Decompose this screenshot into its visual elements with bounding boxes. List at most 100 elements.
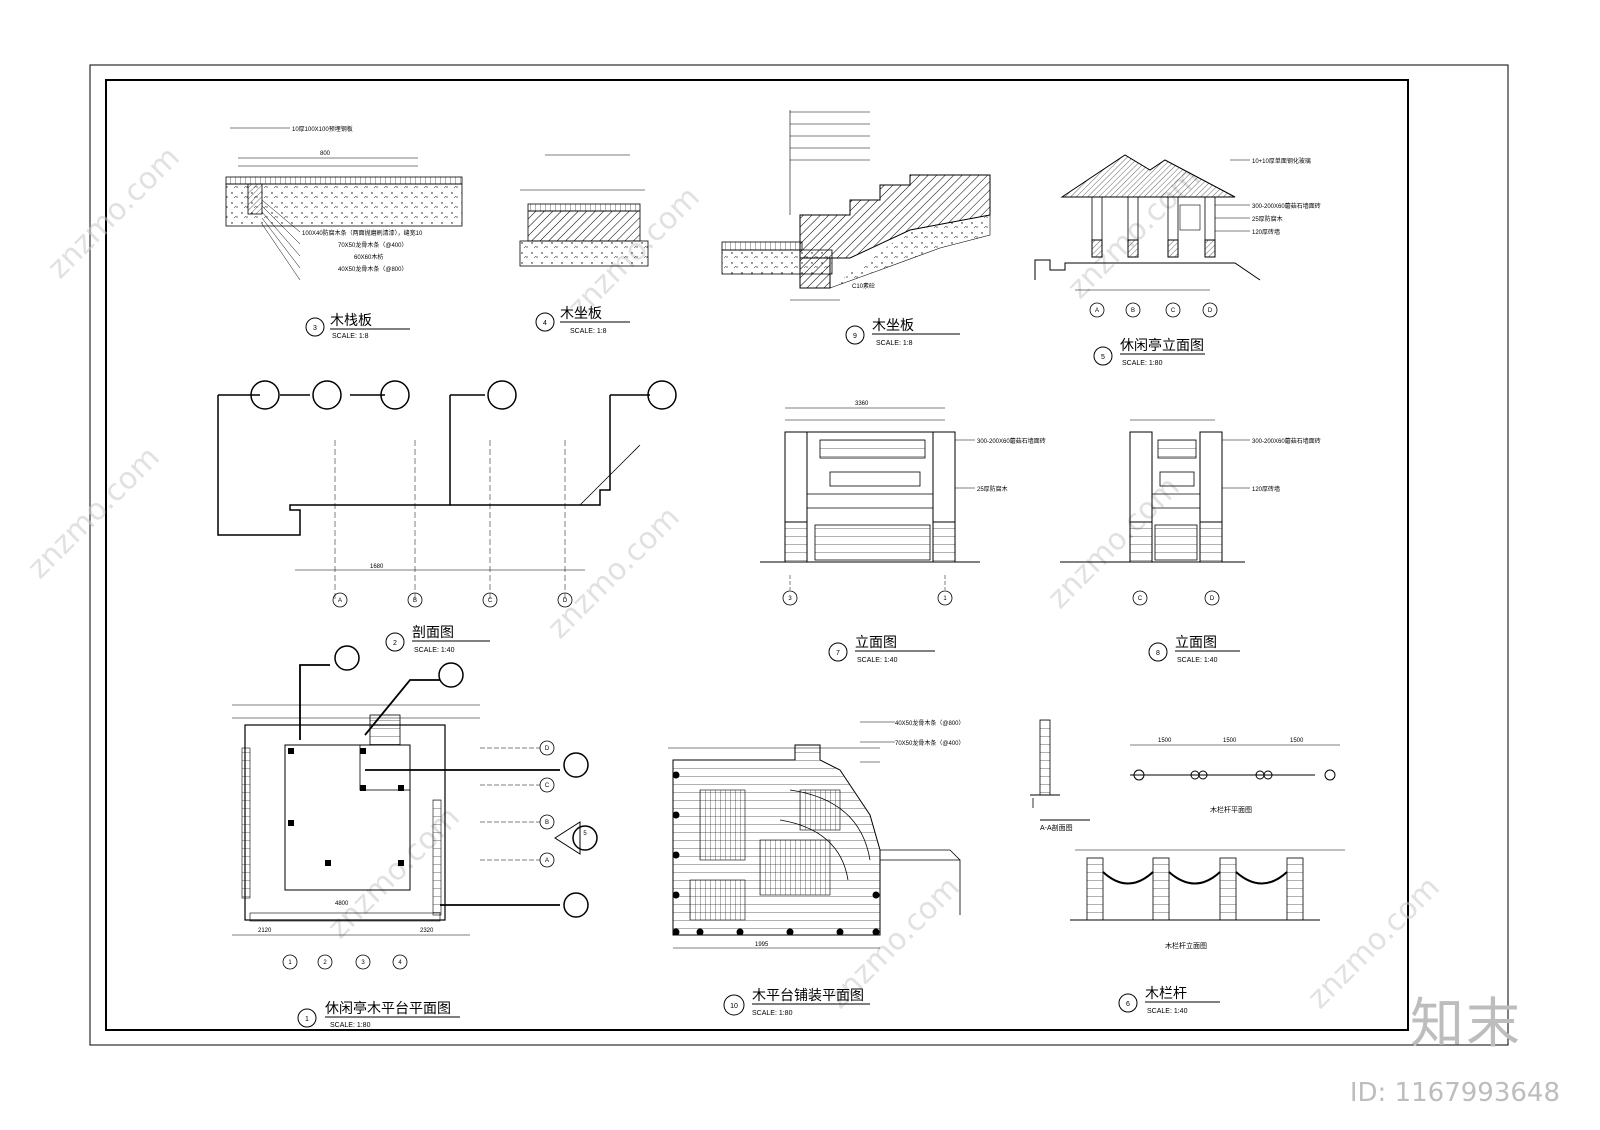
dim-3360: 3360 (855, 401, 869, 407)
detail-title: 木坐板 (872, 318, 914, 334)
svg-text:2: 2 (323, 960, 327, 966)
detail-scale: SCALE: 1:40 (414, 647, 455, 654)
detail-num: 5 (1101, 354, 1105, 361)
dim-800: 800 (320, 151, 331, 157)
note-brick-wall: 120厚砖墙 (1252, 485, 1280, 493)
svg-text:D: D (545, 746, 550, 752)
brand-logo-text: 知末 (1410, 992, 1522, 1055)
detail-num-circle (1118, 993, 1138, 1013)
detail-num-circle (535, 312, 555, 332)
axis-bubble (1202, 302, 1218, 318)
detail-9-seat-steps: C10素砼 9 木坐板 SCALE: 1:8 (721, 110, 991, 347)
detail-num-circle (828, 642, 848, 662)
note-joist-70x50: 70X50龙骨木条（@400） (338, 241, 407, 249)
detail-10-paving-plan: 40X50龙骨木条（@800） 70X50龙骨木条（@400） 1995 10 … (668, 719, 964, 1017)
axis-label: A (1095, 308, 1099, 314)
detail-num: 3 (313, 325, 317, 332)
axis-label: D (1208, 308, 1213, 314)
axis-label: A (338, 598, 342, 604)
axis-label: C (1171, 308, 1176, 314)
detail-scale: SCALE: 1:40 (1147, 1008, 1188, 1015)
note-post-60: 60X60木枋 (354, 253, 383, 261)
axis-label: B (413, 598, 417, 604)
detail-7-elevation: 3360 300-200X60蘑菇石墙面砖 25厚防腐木 3 1 7 立面图 S… (760, 401, 1046, 664)
detail-title: 木坐板 (560, 306, 602, 322)
detail-scale: SCALE: 1:80 (330, 1022, 371, 1029)
dim-1500: 1500 (1158, 738, 1172, 744)
dim-2120: 2120 (258, 928, 272, 934)
detail-num: 9 (853, 333, 857, 340)
detail-6-wood-railing: A-A剖面图 1500 1500 1500 木栏杆平面图 木栏杆立面图 6 木栏… (1030, 719, 1345, 1015)
dim-4800: 4800 (335, 901, 349, 907)
axis-bubble (407, 592, 423, 608)
outer-border (89, 64, 1509, 1046)
subtitle-rail-plan: 木栏杆平面图 (1210, 805, 1252, 814)
note-glass: 10+10厚单面钢化玻璃 (1252, 157, 1311, 165)
axis-bubble (1132, 590, 1148, 606)
svg-text:4: 4 (398, 960, 402, 966)
detail-num: 8 (1156, 650, 1160, 657)
detail-title: 立面图 (855, 635, 897, 651)
watermark-text: znzmo.com (541, 500, 687, 646)
note-wood-25: 25厚防腐木 (1252, 215, 1283, 223)
detail-num: 7 (836, 650, 840, 657)
watermark-text: znzmo.com (21, 440, 167, 586)
detail-scale: SCALE: 1:80 (752, 1010, 793, 1017)
detail-1-platform-plan: 5 D C B A 4800 2120 2320 1 2 3 4 1 休闲亭木平… (232, 645, 598, 1029)
detail-num: 1 (305, 1016, 309, 1023)
detail-scale: SCALE: 1:80 (1122, 360, 1163, 367)
axis-label: C (488, 598, 493, 604)
axis-label: B (1131, 308, 1135, 314)
detail-title: 木栏杆 (1145, 986, 1187, 1002)
subtitle-aa-section: A-A剖面图 (1040, 823, 1073, 832)
note-stone-tile: 300-200X60蘑菇石墙面砖 (1252, 202, 1321, 210)
detail-title: 休闲亭木平台平面图 (325, 1000, 451, 1017)
note-wood-25: 25厚防腐木 (977, 485, 1008, 493)
detail-scale: SCALE: 1:40 (857, 657, 898, 664)
detail-scale: SCALE: 1:8 (876, 340, 913, 347)
note-stone-tile: 300-200X60蘑菇石墙面砖 (1252, 437, 1321, 445)
detail-title: 木平台铺装平面图 (752, 988, 864, 1004)
axis-label: D (1210, 596, 1215, 602)
svg-text:1: 1 (943, 596, 947, 602)
note-joist-40x50: 40X50龙骨木条（@800） (338, 265, 407, 273)
detail-num-circle (1093, 346, 1113, 366)
svg-text:A: A (545, 858, 549, 864)
detail-title: 木栈板 (330, 313, 372, 329)
detail-num-circle (723, 994, 745, 1016)
note-steel-plate: 10厚100X100预埋钢板 (292, 125, 353, 133)
detail-title: 休闲亭立面图 (1120, 337, 1204, 354)
detail-title: 剖面图 (412, 625, 454, 641)
detail-scale: SCALE: 1:40 (1177, 657, 1218, 664)
detail-num: 4 (543, 320, 547, 327)
dim-1680: 1680 (370, 564, 384, 570)
svg-text:B: B (545, 820, 549, 826)
svg-text:3: 3 (788, 596, 792, 602)
image-id-label: ID: 1167993648 (1349, 1078, 1560, 1108)
detail-4-seat-board: 4 木坐板 SCALE: 1:8 (519, 154, 649, 335)
axis-bubble (1165, 302, 1181, 318)
svg-text:5: 5 (583, 831, 587, 837)
axis-label: D (563, 598, 568, 604)
detail-num-circle (385, 632, 405, 652)
detail-scale: SCALE: 1:8 (570, 328, 607, 335)
watermark-text: znzmo.com (41, 140, 187, 286)
svg-text:C: C (545, 783, 550, 789)
detail-num: 6 (1126, 1001, 1130, 1008)
note-stone-tile: 300-200X60蘑菇石墙面砖 (977, 437, 1046, 445)
detail-num: 10 (730, 1003, 738, 1010)
detail-8-elevation: 300-200X60蘑菇石墙面砖 120厚砖墙 C D 8 立面图 SCALE:… (1060, 419, 1321, 664)
note-brick-wall: 120厚砖墙 (1252, 228, 1280, 236)
detail-num-circle (305, 317, 325, 337)
detail-scale: SCALE: 1:8 (332, 333, 369, 340)
detail-num-circle (297, 1008, 317, 1028)
dim-1500: 1500 (1290, 738, 1304, 744)
detail-3-deck-board: 10厚100X100预埋钢板 800 100X40防腐木条（两面抛磨刷清漆），缝… (225, 125, 463, 340)
detail-num-circle (845, 325, 865, 345)
axis-bubble (557, 592, 573, 608)
note-deck-strip: 100X40防腐木条（两面抛磨刷清漆），缝宽10 (302, 229, 423, 237)
note-joist-40x50: 40X50龙骨木条（@800） (895, 719, 964, 727)
detail-5-pavilion-elevation: 10+10厚单面钢化玻璃 300-200X60蘑菇石墙面砖 25厚防腐木 120… (1034, 154, 1321, 367)
dim-1500: 1500 (1223, 738, 1237, 744)
